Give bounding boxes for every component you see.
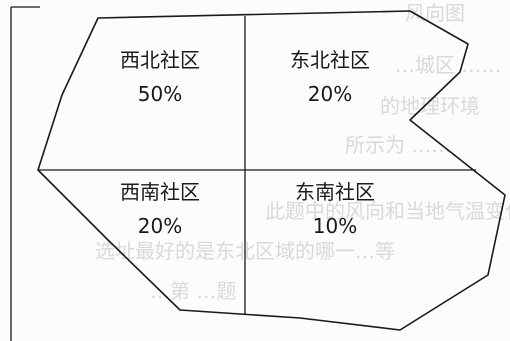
region-southeast: 东南社区 10% xyxy=(295,180,375,238)
region-northeast: 东北社区 20% xyxy=(290,48,370,106)
region-northwest-name: 西北社区 xyxy=(120,48,200,72)
ghost-line-3: 的地理环境 xyxy=(380,94,480,118)
region-southwest: 西南社区 20% xyxy=(120,180,200,238)
community-boundary xyxy=(37,10,506,331)
ghost-line-5: 此题中的风向和当地气温变化情况，判断 xyxy=(265,199,510,223)
region-northeast-share: 20% xyxy=(308,82,352,106)
region-northwest: 西北社区 50% xyxy=(120,48,200,106)
ghost-line-7: …第 …题 xyxy=(150,279,236,303)
region-southeast-name: 东南社区 xyxy=(295,180,375,204)
region-southwest-share: 20% xyxy=(138,214,182,238)
ghost-line-2: …城区 …… xyxy=(395,53,501,77)
region-southwest-name: 西南社区 xyxy=(120,180,200,204)
ghost-line-4: 所示为 …… xyxy=(345,133,451,157)
region-northwest-share: 50% xyxy=(138,82,182,106)
region-northeast-name: 东北社区 xyxy=(290,48,370,72)
region-southeast-share: 10% xyxy=(313,214,357,238)
bleed-through-text: 风向图 …城区 …… 的地理环境 所示为 …… 此题中的风向和当地气温变化情况，… xyxy=(95,1,510,303)
